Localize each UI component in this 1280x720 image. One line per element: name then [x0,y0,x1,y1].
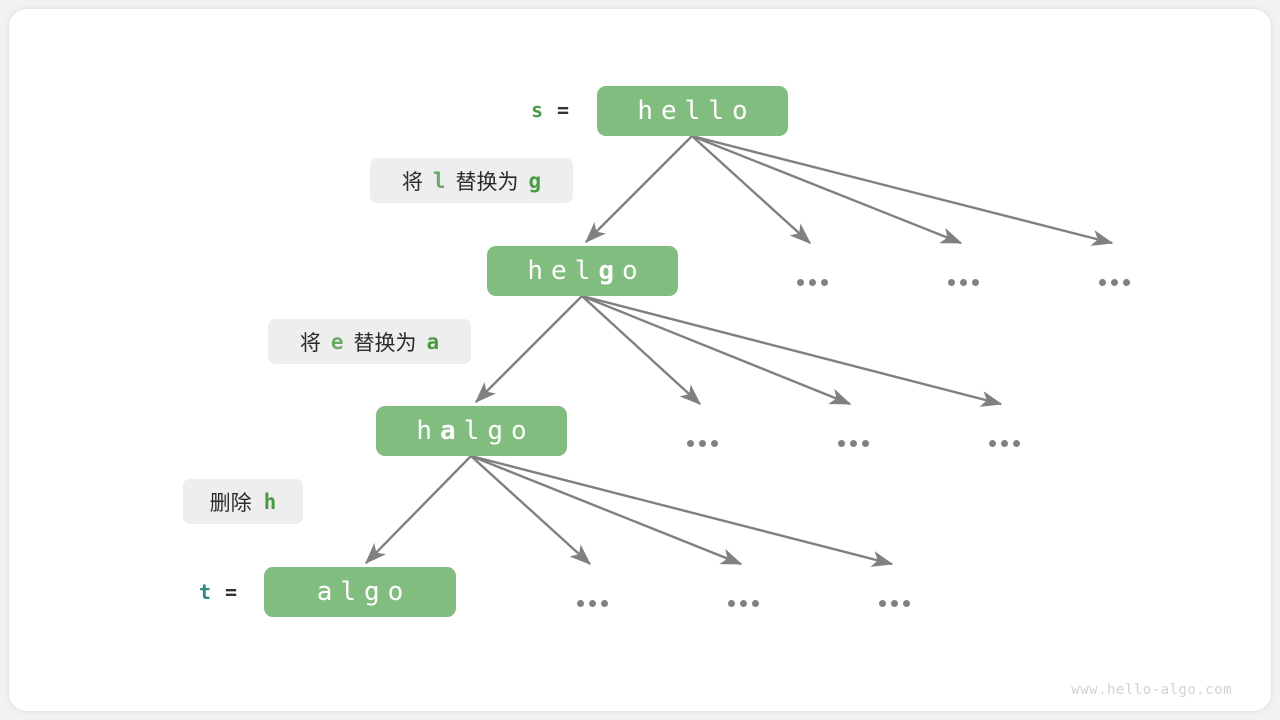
ellipsis-l2-c [989,440,1020,447]
watermark: www.hello-algo.com [1071,682,1232,698]
annotation-2-prefix: 将 [299,330,321,355]
node-halgo-char-4: o [510,416,535,446]
node-helgo-char-1: e [551,256,575,286]
node-hello-char-4: o [731,96,756,126]
node-hello-char-1: e [661,96,685,126]
node-hello-char-2: l [684,96,709,126]
ellipsis-l3-b [728,600,759,607]
ellipsis-l3-a [577,600,608,607]
node-helgo-char-4: o [621,256,646,286]
node-hello-char-0: h [637,96,662,126]
annotation-replace-e-with-a: 将 e 替换为 a [268,319,471,364]
annotation-replace-l-with-g: 将 l 替换为 g [370,158,573,203]
annotation-1-from-char: l [432,168,446,193]
ellipsis-l1-c [1099,279,1130,286]
node-algo-char-1: l [340,577,364,607]
ellipsis-l1-a [797,279,828,286]
node-halgo-char-2: l [463,416,488,446]
annotation-3-from-char: h [263,489,277,514]
variable-label-s: s = [531,97,569,123]
annotation-1-middle: 替换为 [455,169,519,194]
variable-name-t: t [199,580,212,604]
ellipsis-l2-b [838,440,869,447]
node-halgo-char-0: h [416,416,441,446]
annotation-delete-h: 删除 h [183,479,303,524]
node-algo-char-3: o [387,577,412,607]
node-halgo-char-3: g [487,416,511,446]
node-helgo-char-3: g [598,256,622,286]
node-halgo-char-1: a [440,416,464,446]
node-hello-char-3: l [708,96,732,126]
variable-name-s: s [531,98,544,122]
annotation-1-prefix: 将 [401,169,423,194]
equals-sign-s: = [557,98,570,122]
node-helgo-char-0: h [527,256,552,286]
node-algo-char-0: a [316,577,341,607]
annotation-2-middle: 替换为 [353,330,417,355]
equals-sign-t: = [225,580,238,604]
annotation-2-to-char: a [426,329,440,354]
ellipsis-l1-b [948,279,979,286]
ellipsis-l3-c [879,600,910,607]
annotation-3-prefix: 删除 [209,490,252,515]
node-helgo-char-2: l [574,256,599,286]
variable-label-t: t = [199,579,237,605]
annotation-2-from-char: e [330,329,344,354]
node-algo-char-2: g [364,577,388,607]
annotation-1-to-char: g [528,168,542,193]
ellipsis-l2-a [687,440,718,447]
